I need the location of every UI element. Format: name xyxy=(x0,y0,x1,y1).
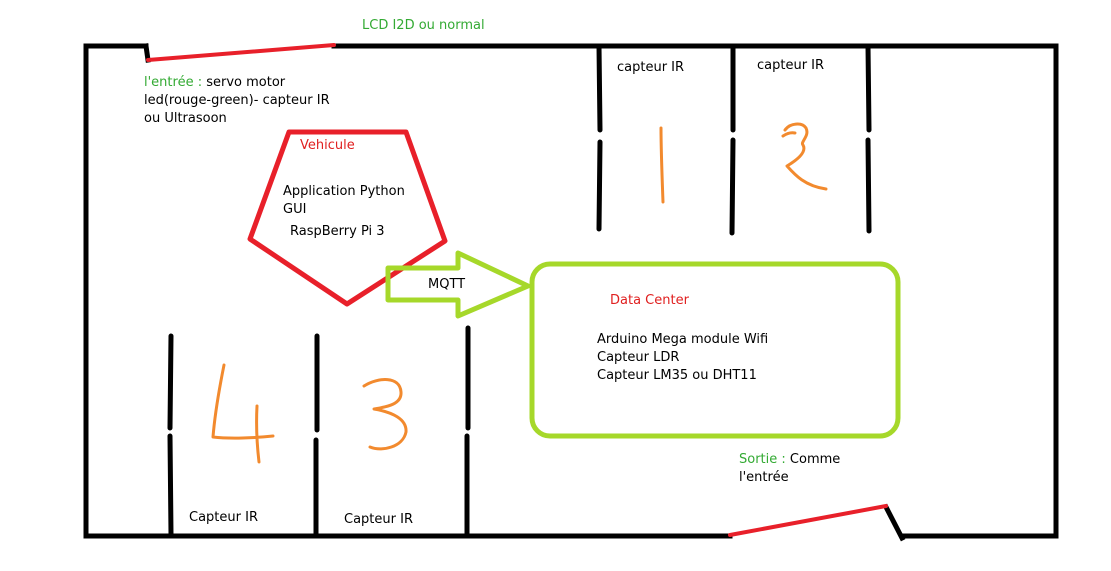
spot-2-sensor-label: capteur IR xyxy=(757,58,825,73)
entrance-door xyxy=(146,43,336,62)
exit-door xyxy=(728,504,888,537)
outer-walls xyxy=(83,43,1059,542)
entrance-title: l'entrée : xyxy=(144,75,203,90)
vehicle-line-2: GUI xyxy=(283,202,307,217)
spot-digits xyxy=(211,122,828,464)
entrance-line-3: ou Ultrasoon xyxy=(144,111,227,126)
entrance-line-1: servo motor xyxy=(202,75,286,90)
digit-1-glyph xyxy=(659,126,665,204)
entrance-gate-post xyxy=(143,43,151,63)
top-dividers xyxy=(596,43,872,236)
spot-3-sensor-label: Capteur IR xyxy=(344,512,413,527)
digit-4-glyph xyxy=(211,363,275,464)
spot-1-sensor-label: capteur IR xyxy=(617,60,685,75)
vehicle-line-3: RaspBerry Pi 3 xyxy=(290,224,385,239)
datacenter-details: Arduino Mega module Wifi Capteur LDR Cap… xyxy=(597,331,768,385)
divider-top-3b xyxy=(865,137,872,234)
exit-line-1: Comme xyxy=(785,452,841,467)
datacenter-title: Data Center xyxy=(610,293,689,308)
digit-2-glyph xyxy=(781,122,828,191)
divider-bottom-1 xyxy=(167,333,174,431)
digit-3-glyph xyxy=(362,378,408,451)
exit-label: Sortie : Comme l'entrée xyxy=(739,451,840,487)
mqtt-label: MQTT xyxy=(428,277,466,292)
exit-gate-post xyxy=(882,503,906,542)
exit-title: Sortie : xyxy=(739,452,786,467)
datacenter-line-1: Arduino Mega module Wifi xyxy=(597,332,769,347)
bottom-dividers xyxy=(167,325,471,537)
datacenter-line-3: Capteur LM35 ou DHT11 xyxy=(597,368,757,383)
vehicle-title: Vehicule xyxy=(300,138,355,153)
datacenter-box xyxy=(529,261,901,439)
entrance-line-2: led(rouge-green)- capteur IR xyxy=(144,93,330,108)
datacenter-line-2: Capteur LDR xyxy=(597,350,680,365)
divider-top-1 xyxy=(596,43,603,133)
divider-top-3 xyxy=(865,43,872,133)
spot-4-sensor-label: Capteur IR xyxy=(189,510,258,525)
entrance-label: l'entrée : servo motor led(rouge-green)-… xyxy=(144,74,330,128)
divider-top-1b xyxy=(596,139,603,232)
vehicle-details: Application Python GUI xyxy=(283,183,405,219)
vehicle-line-1: Application Python xyxy=(283,184,405,199)
exit-line-2: l'entrée xyxy=(739,470,789,485)
vehicle-pentagon xyxy=(247,129,448,307)
divider-bottom-1b xyxy=(167,433,174,537)
mqtt-arrow xyxy=(385,250,531,319)
lcd-label: LCD I2D ou normal xyxy=(362,18,485,33)
divider-top-2b xyxy=(729,137,736,236)
